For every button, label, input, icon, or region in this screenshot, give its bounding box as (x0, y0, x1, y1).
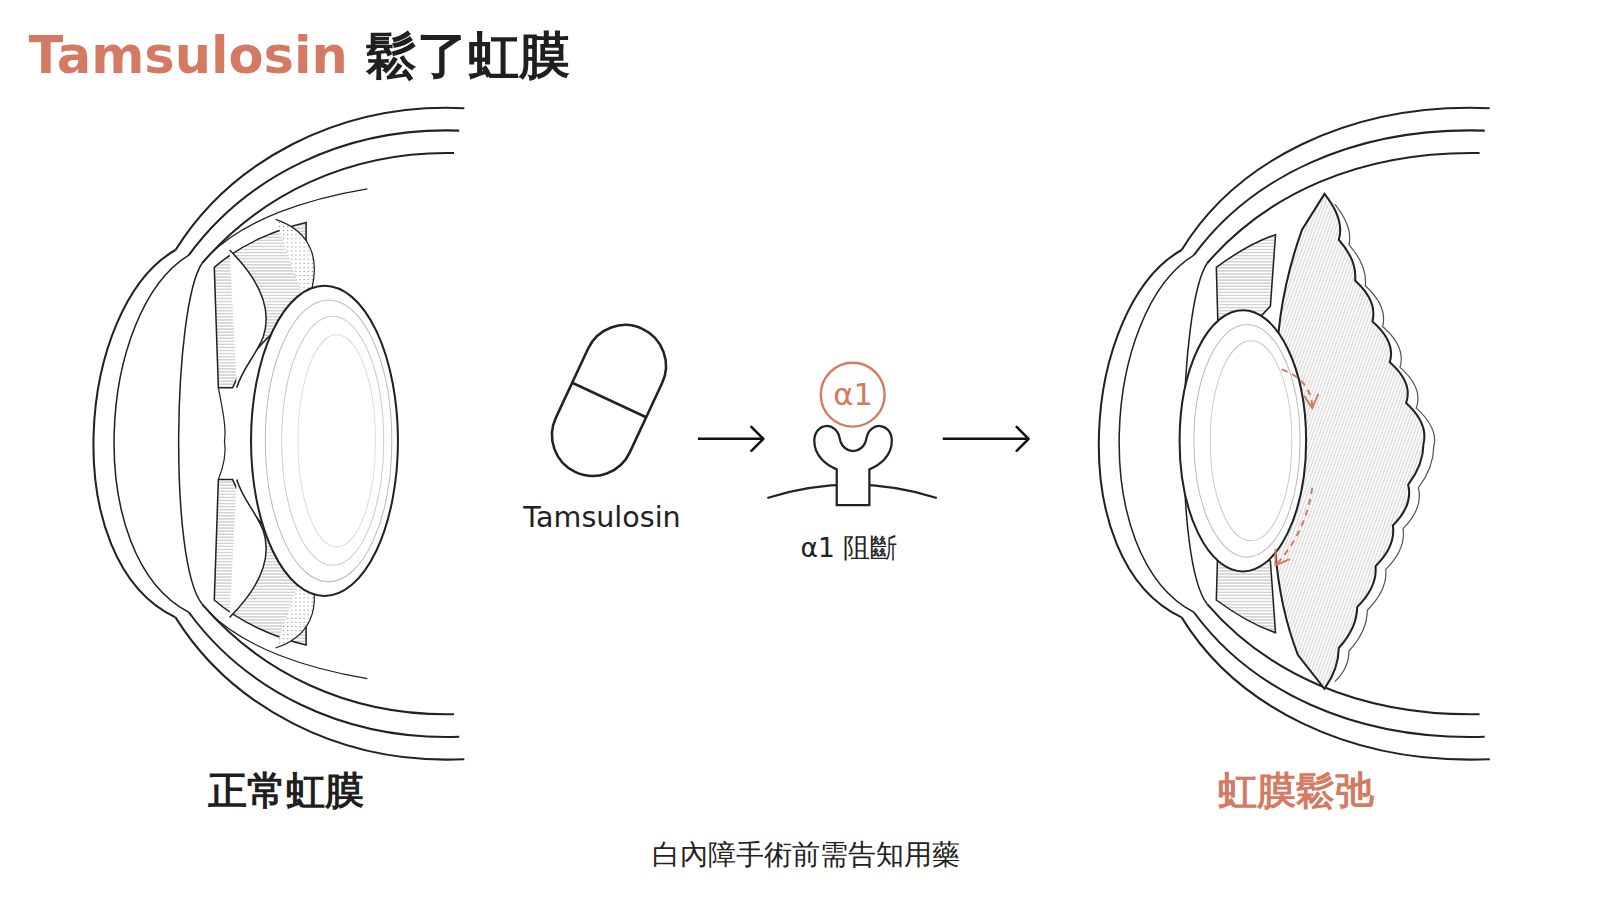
receptor-circle: α1 (818, 360, 887, 429)
eye-node: 虹膜鬆弛 (1033, 102, 1500, 821)
receptor-label: α1 (833, 377, 873, 412)
node-label: Tamsulosin (523, 501, 680, 534)
capsule-icon (539, 312, 680, 490)
connector-line (943, 438, 1029, 441)
receptor-icon (767, 426, 936, 505)
connector-arrow (698, 427, 763, 451)
floppy-iris-eye (1099, 108, 1490, 760)
eye-node: 正常虹膜 (61, 102, 479, 821)
node-label: 虹膜鬆弛 (1218, 769, 1374, 814)
arrow-head (751, 427, 763, 451)
sag-arrow (1276, 369, 1319, 565)
connector-arrow (943, 427, 1029, 451)
node-label: 正常虹膜 (208, 769, 364, 814)
caption: 白內障手術前需告知用藥 (652, 839, 960, 871)
arrow-head (1017, 427, 1029, 451)
connector-line (698, 438, 763, 441)
node-label: α1 阻斷 (801, 533, 898, 564)
drug-node: Tamsulosin (515, 306, 694, 541)
receptor-node: α1 阻斷 α1 (767, 352, 938, 571)
title: Tamsulosin 鬆了虹膜 (29, 27, 570, 86)
normal-eye (93, 108, 464, 760)
